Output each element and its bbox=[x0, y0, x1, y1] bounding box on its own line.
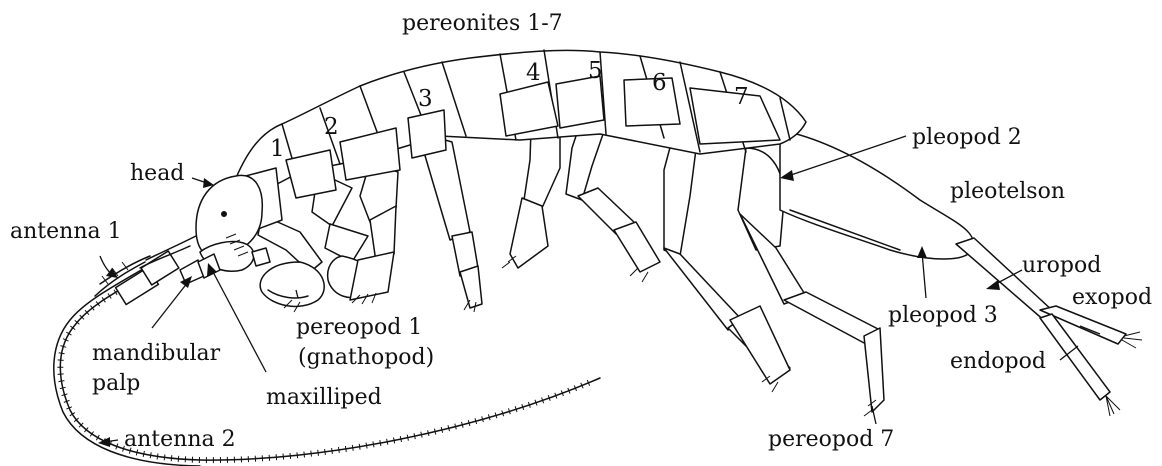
label-antenna-1: antenna 1 bbox=[10, 219, 122, 244]
label-maxilliped: maxilliped bbox=[266, 385, 382, 410]
label-endopod: endopod bbox=[950, 349, 1046, 374]
label-antenna-2: antenna 2 bbox=[124, 427, 236, 452]
label-exopod: exopod bbox=[1072, 285, 1152, 310]
segment-number-1: 1 bbox=[270, 136, 285, 162]
segment-number-6: 6 bbox=[652, 70, 667, 96]
label-pleopod-2: pleopod 2 bbox=[912, 125, 1022, 150]
label-pereonites: pereonites 1-7 bbox=[402, 11, 563, 36]
segment-number-7: 7 bbox=[734, 84, 749, 110]
segment-number-2: 2 bbox=[324, 114, 339, 140]
label-mandibular-palp-line1: mandibular bbox=[92, 341, 221, 366]
label-pereopod-1-line1: pereopod 1 bbox=[296, 315, 422, 340]
body bbox=[180, 50, 806, 284]
label-pleotelson: pleotelson bbox=[950, 179, 1065, 204]
label-uropod: uropod bbox=[1022, 253, 1101, 278]
label-pereopod-7: pereopod 7 bbox=[768, 427, 894, 452]
label-head: head bbox=[130, 161, 184, 186]
label-pleopod-3: pleopod 3 bbox=[888, 303, 998, 328]
label-mandibular-palp-line2: palp bbox=[92, 371, 140, 396]
segment-number-4: 4 bbox=[526, 60, 541, 86]
segment-number-5: 5 bbox=[588, 58, 603, 84]
label-pereopod-1-line2: (gnathopod) bbox=[298, 345, 434, 370]
segment-number-3: 3 bbox=[418, 86, 433, 112]
